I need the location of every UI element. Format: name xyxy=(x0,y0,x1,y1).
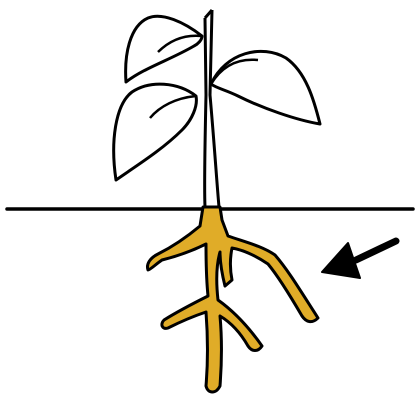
leaf-right xyxy=(211,51,320,124)
roots-icon xyxy=(147,207,318,392)
plant-icon xyxy=(114,16,320,180)
arrow-head xyxy=(322,243,360,278)
arrow-shaft xyxy=(356,241,396,260)
stem-left-edge xyxy=(205,18,206,207)
arrow-left-down-icon xyxy=(322,241,396,278)
leaf-top-left xyxy=(126,16,202,82)
stem-right-edge xyxy=(210,10,219,207)
